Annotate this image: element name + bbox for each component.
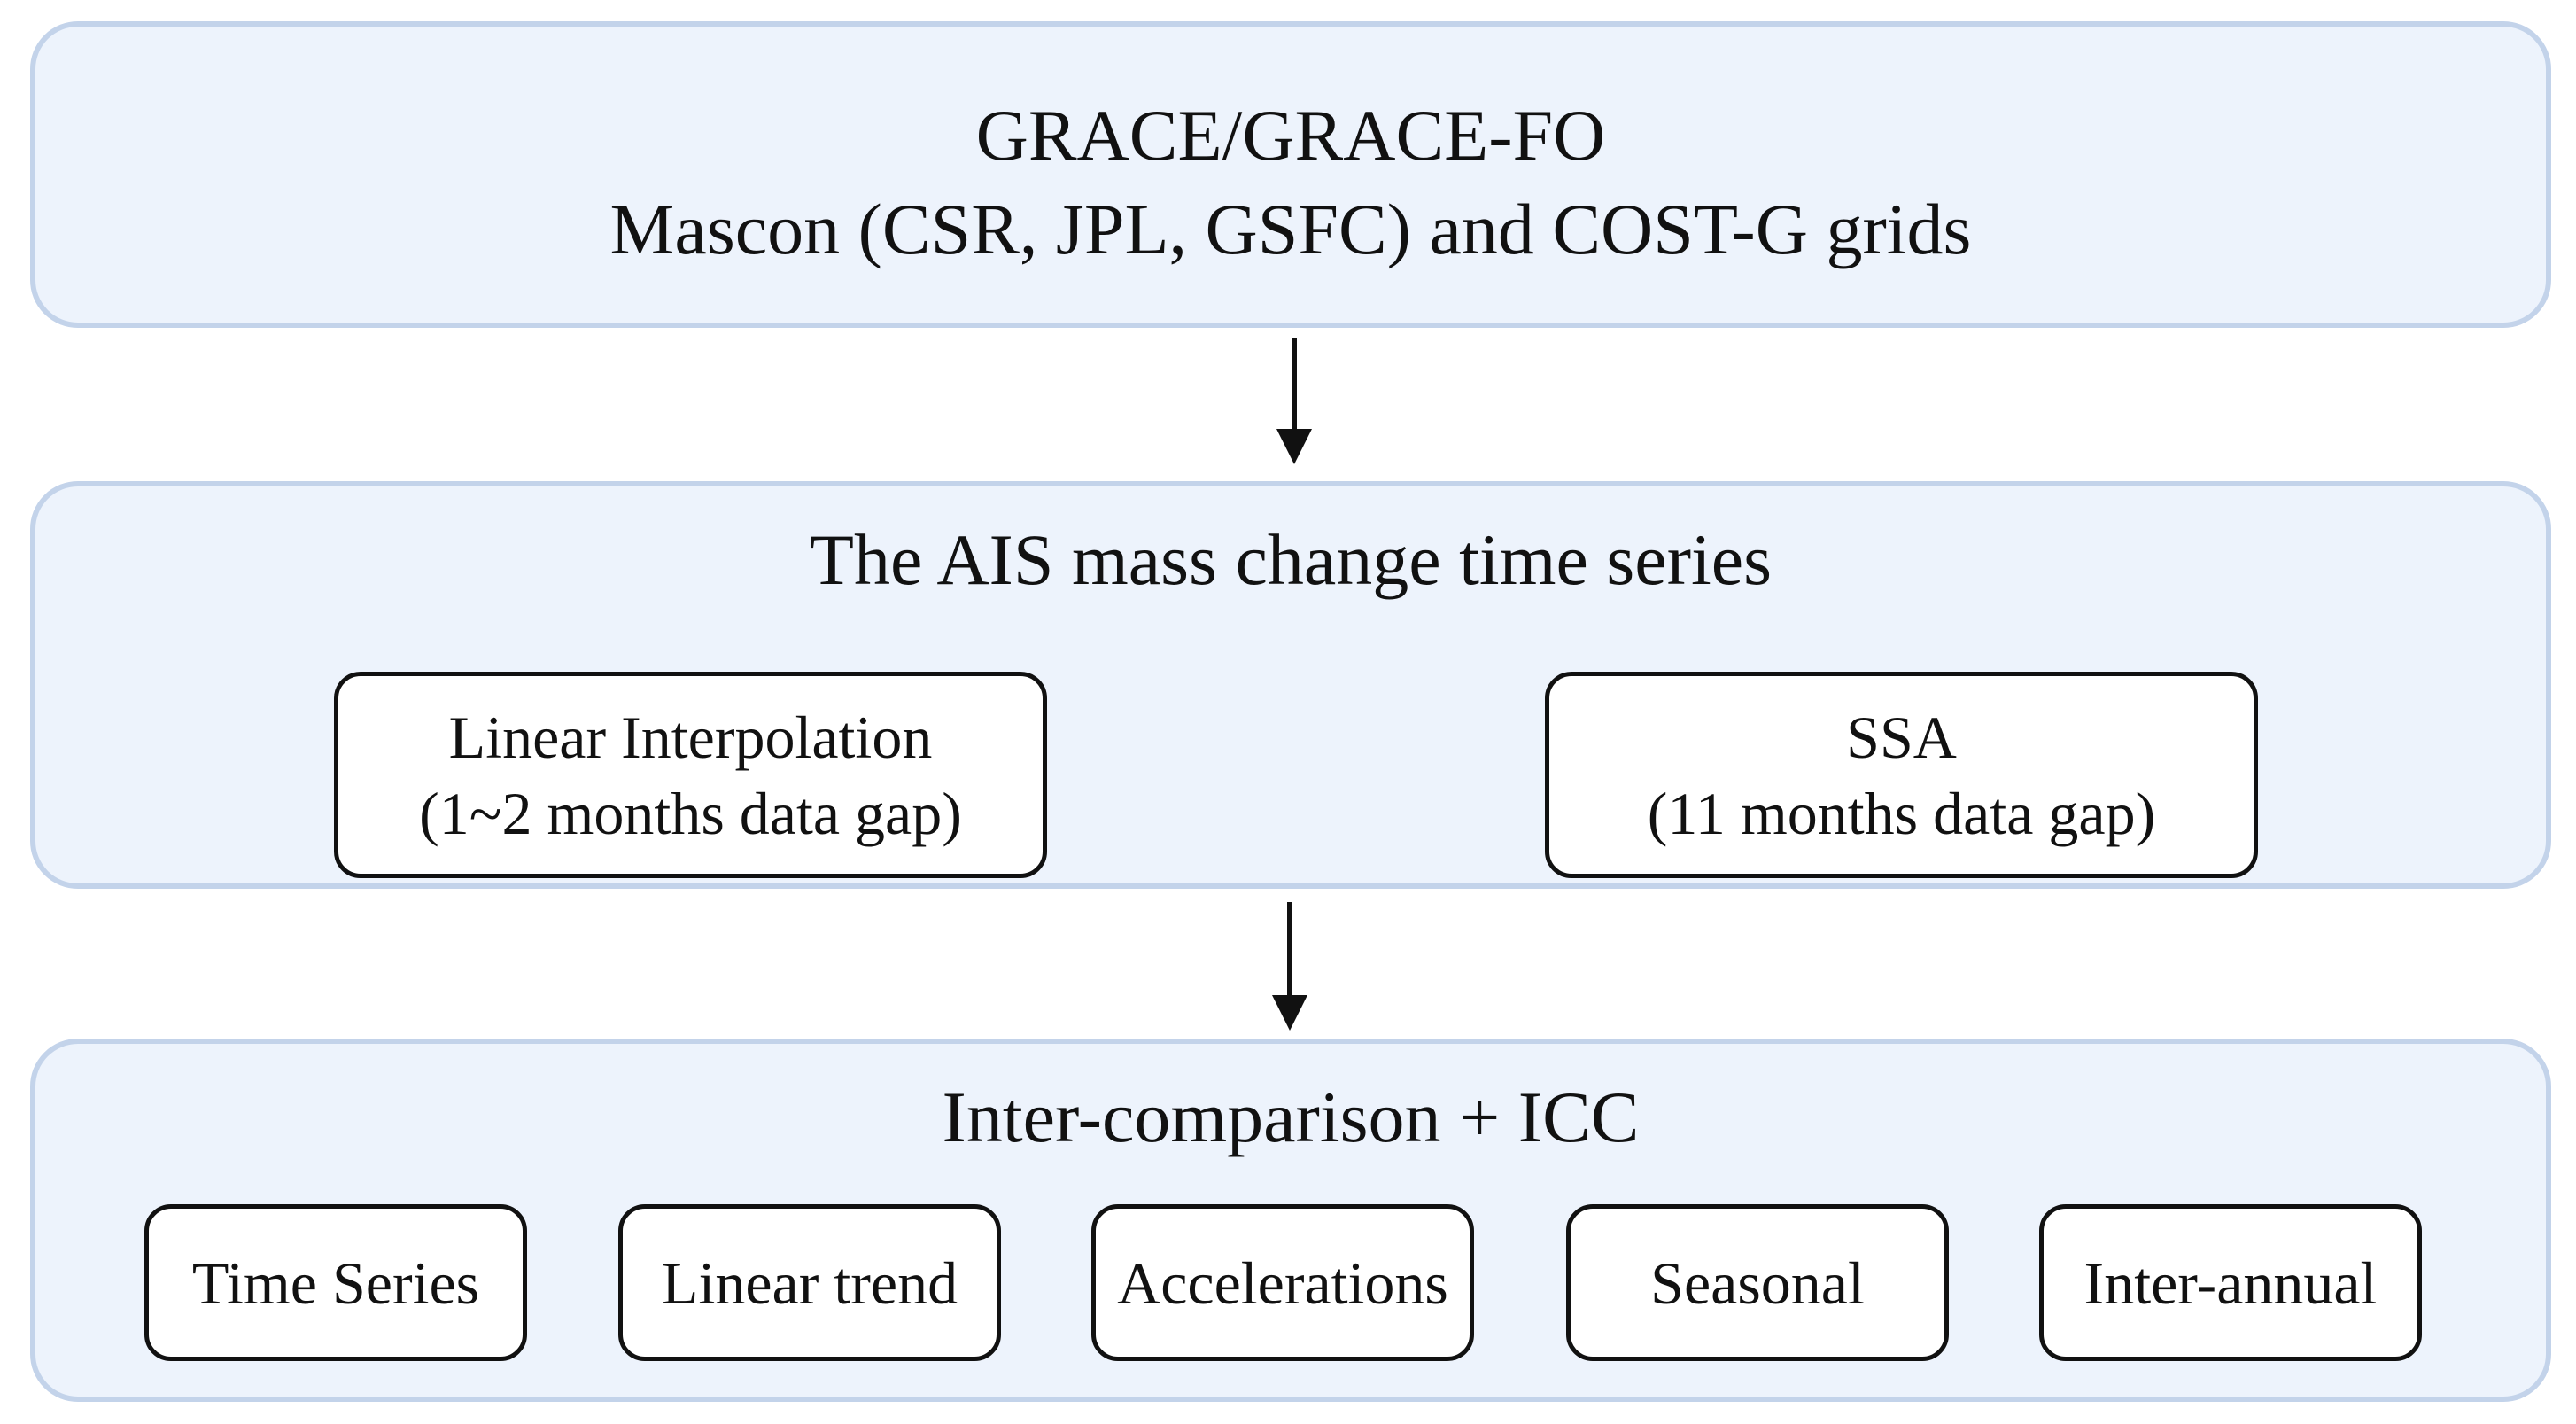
method-name: SSA <box>1846 703 1957 771</box>
grace-title: GRACE/GRACE-FO <box>975 95 1606 175</box>
mascon-grids-label: Mascon (CSR, JPL, GSFC) and COST-G grids <box>609 189 1972 269</box>
ssa-box: SSA (11 months data gap) <box>1545 672 2258 878</box>
comparison-title: Inter-comparison + ICC <box>942 1077 1640 1157</box>
metric-seasonal-box: Seasonal <box>1566 1204 1949 1361</box>
time-series-panel: The AIS mass change time series Linear I… <box>30 481 2551 889</box>
method-name: Linear Interpolation <box>448 703 933 771</box>
linear-interpolation-box: Linear Interpolation (1~2 months data ga… <box>334 672 1047 878</box>
arrow-down-icon <box>1272 902 1307 1031</box>
metric-time-series-box: Time Series <box>144 1204 527 1361</box>
arrow-down-icon <box>1276 338 1312 464</box>
method-detail: (1~2 months data gap) <box>419 779 962 847</box>
method-detail: (11 months data gap) <box>1647 779 2156 847</box>
metric-accelerations-box: Accelerations <box>1091 1204 1474 1361</box>
metric-linear-trend-box: Linear trend <box>618 1204 1001 1361</box>
grace-data-panel: GRACE/GRACE-FO Mascon (CSR, JPL, GSFC) a… <box>30 21 2551 328</box>
metric-inter-annual-box: Inter-annual <box>2039 1204 2422 1361</box>
comparison-panel: Inter-comparison + ICC Time Series Linea… <box>30 1039 2551 1402</box>
time-series-title: The AIS mass change time series <box>809 519 1773 600</box>
